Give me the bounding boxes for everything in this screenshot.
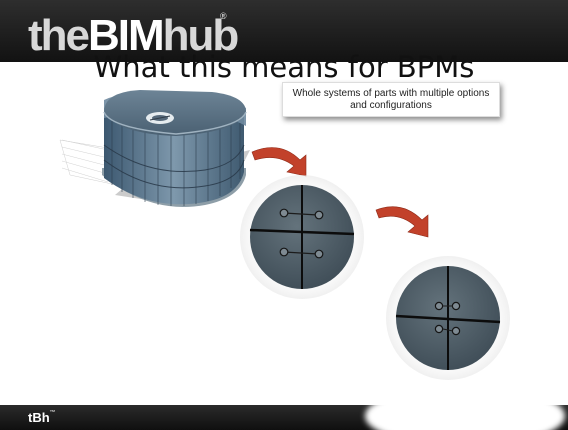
connector-detail-image — [249, 185, 355, 289]
curved-arrow-icon — [375, 206, 429, 238]
header-bar — [0, 0, 568, 62]
footer-url: ub.com — [504, 410, 544, 422]
connector-detail-image — [395, 266, 501, 370]
footer-trademark: ™ — [49, 410, 56, 416]
registered-mark: ® — [220, 11, 227, 21]
logo-hub: hub — [162, 11, 240, 60]
footer-logo: tBh™ — [28, 410, 56, 425]
footer-logo-text: tBh — [28, 410, 50, 425]
curved-arrow-icon — [251, 147, 307, 177]
footer-highlight — [365, 386, 565, 430]
building-render-image — [59, 90, 250, 207]
callout-box: Whole systems of parts with multiple opt… — [282, 82, 500, 117]
logo-bim: BIM — [88, 11, 165, 60]
slide-title: What this means for BPMs — [93, 50, 475, 84]
logo-the: the — [28, 11, 90, 60]
